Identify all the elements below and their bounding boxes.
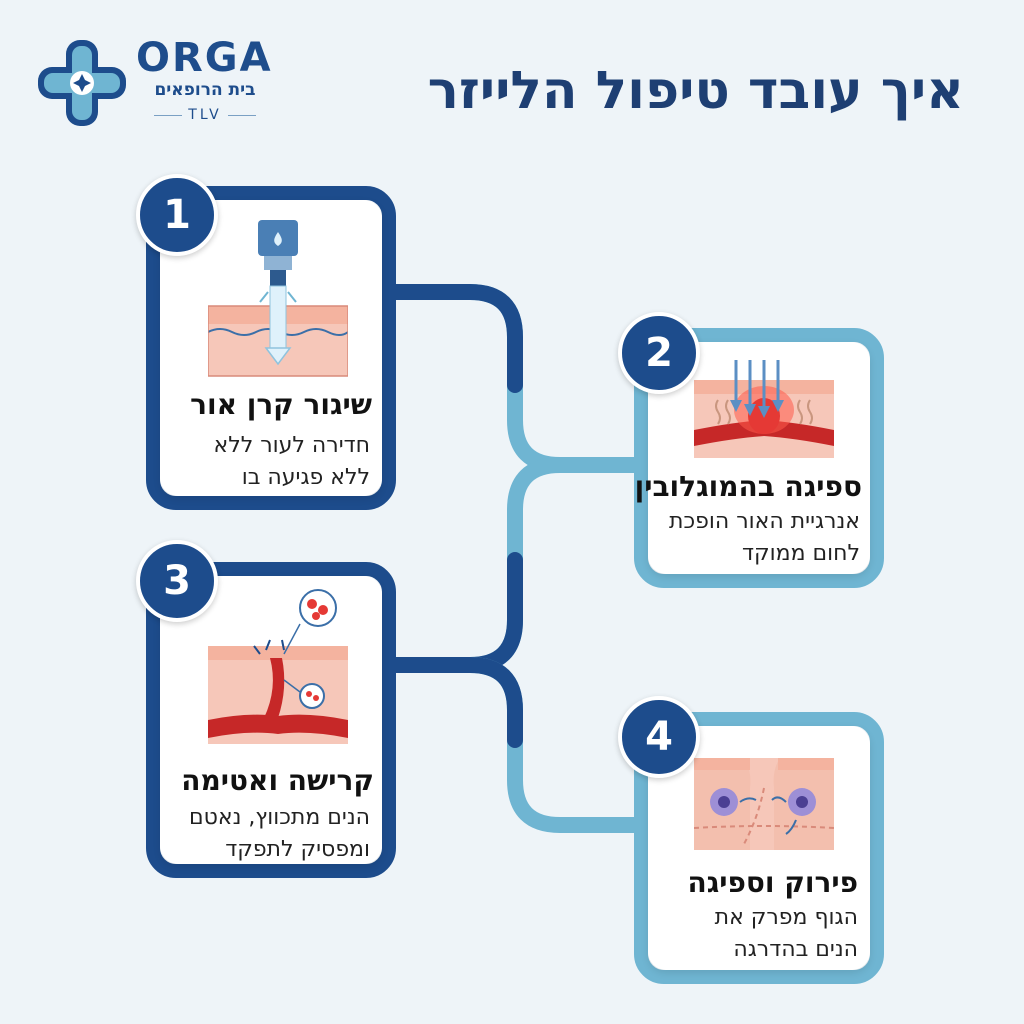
description-line: הנים מתכווץ, נאטם (189, 805, 370, 830)
step-card-4: פירוק וספיגה הגוף מפרק את הנים בהדרגה (634, 712, 884, 984)
step-description: אנרגיית האור הופכת לחום ממוקד (669, 506, 860, 570)
description-line: לחום ממוקד (742, 540, 860, 566)
step-number-badge: 2 (618, 312, 700, 394)
description-line: אנרגיית האור הופכת (669, 509, 860, 534)
description-line: ומפסיק לתפקד (225, 836, 370, 862)
step-number-badge: 4 (618, 696, 700, 778)
step-description: חדירה לעור ללא ללא פגיעה בו (214, 430, 370, 494)
cell-clearing-illustration (694, 758, 834, 850)
description-line: הנים בהדרגה (733, 936, 858, 962)
description-line: חדירה לעור ללא (213, 433, 370, 458)
description-line: הגוף מפרק את (714, 905, 858, 930)
page-title: איך עובד טיפול הלייזר (427, 61, 964, 121)
vessel-coagulation-illustration (208, 589, 348, 744)
logo-name: ORGA (136, 35, 273, 81)
logo-city: TLV (140, 108, 270, 122)
step-number-badge: 3 (136, 540, 218, 622)
step-title: קרישה ואטימה (181, 764, 374, 797)
step-number-badge: 1 (136, 174, 218, 256)
step-description: הנים מתכווץ, נאטם ומפסיק לתפקד (189, 802, 370, 866)
step-title: ספיגה בהמוגלובין (634, 470, 862, 503)
cross-logo-icon (38, 40, 126, 126)
step-description: הגוף מפרק את הנים בהדרגה (715, 902, 858, 966)
laser-beam-illustration (208, 220, 348, 377)
logo-subtitle: בית הרופאים (154, 80, 256, 100)
heat-absorption-illustration (694, 360, 834, 458)
description-line: ללא פגיעה בו (241, 464, 370, 490)
step-title: פירוק וספיגה (687, 866, 858, 899)
step-card-3: קרישה ואטימה הנים מתכווץ, נאטם ומפסיק לת… (146, 562, 396, 878)
step-title: שיגור קרן אור (190, 388, 372, 421)
logo: ORGA בית הרופאים TLV (36, 38, 271, 128)
